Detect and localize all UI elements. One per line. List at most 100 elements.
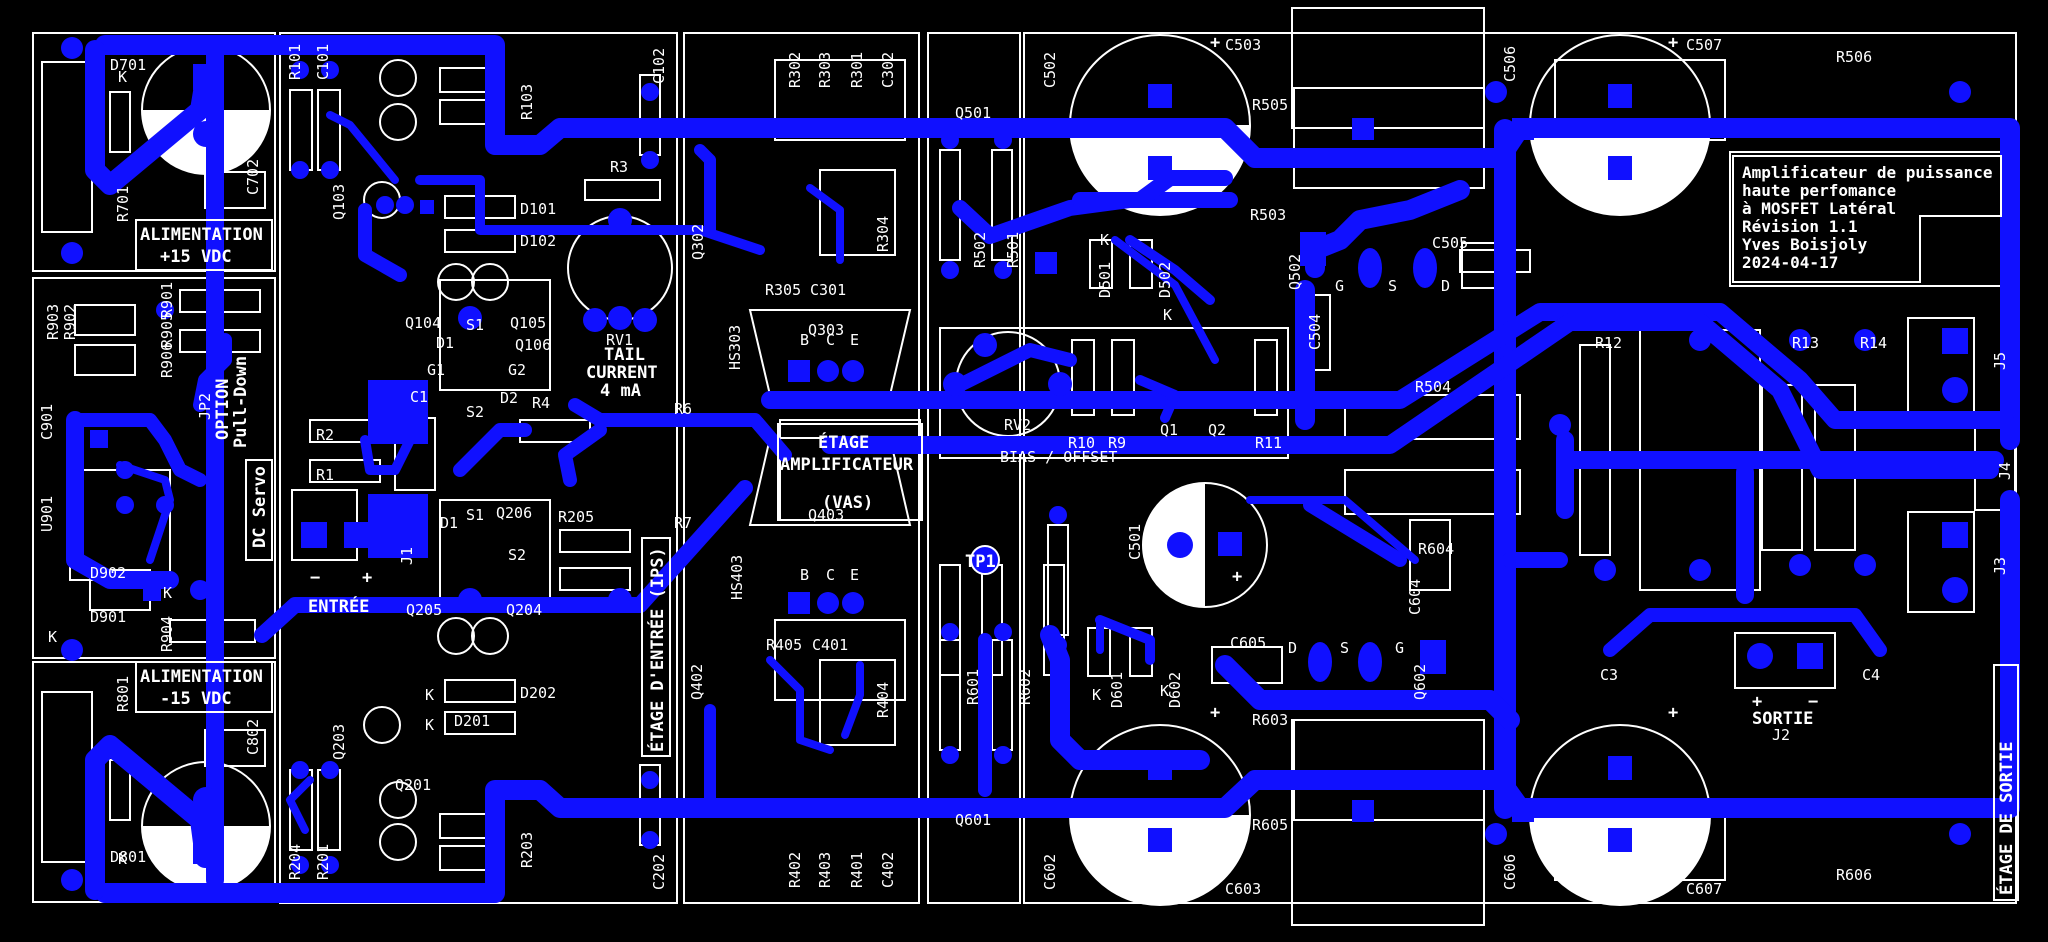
entree-label: ENTRÉE xyxy=(308,595,369,617)
ref-r902: R902 xyxy=(61,304,79,340)
ref-j5: J5 xyxy=(1991,352,2009,370)
ref-r401: R401 xyxy=(848,852,866,888)
ref-d501: D501 xyxy=(1096,262,1114,298)
pin-letters: K K G S D D S G K K K K B C E B C E S1 S… xyxy=(48,33,1818,868)
ref-r403: R403 xyxy=(816,852,834,888)
ref-r4: R4 xyxy=(532,394,550,412)
ref-c604: C604 xyxy=(1406,579,1424,615)
ref-c802: C802 xyxy=(244,719,262,755)
ref-j4: J4 xyxy=(1996,462,2014,480)
svg-text:K: K xyxy=(425,716,434,734)
svg-text:K: K xyxy=(1092,686,1101,704)
ref-q205: Q205 xyxy=(406,601,442,619)
ref-rv1: RV1 xyxy=(606,331,633,349)
ref-r1: R1 xyxy=(316,466,334,484)
title-line-1: Amplificateur de puissance xyxy=(1742,163,1992,182)
ref-j3: J3 xyxy=(1991,557,2009,575)
svg-text:G: G xyxy=(1395,639,1404,657)
ref-c1: C1 xyxy=(410,388,428,406)
ref-d201: D201 xyxy=(454,712,490,730)
svg-text:K: K xyxy=(118,68,127,86)
ref-r906: R906 xyxy=(158,342,176,378)
ref-d102: D102 xyxy=(520,232,556,250)
ref-r603: R603 xyxy=(1252,711,1288,729)
ref-r801: R801 xyxy=(114,676,132,712)
ref-r103: R103 xyxy=(518,84,536,120)
ref-c501: C501 xyxy=(1126,524,1144,560)
ref-d901: D901 xyxy=(90,608,126,626)
ref-q104: Q104 xyxy=(405,314,441,332)
ref-q302: Q302 xyxy=(689,224,707,260)
ref-c505: C505 xyxy=(1432,234,1468,252)
ref-c507: C507 xyxy=(1686,36,1722,54)
ref-r205: R205 xyxy=(558,508,594,526)
tail-label-2: CURRENT xyxy=(586,363,658,383)
ref-r3: R3 xyxy=(610,158,628,176)
svg-text:+: + xyxy=(1232,567,1242,587)
ref-r503: R503 xyxy=(1250,206,1286,224)
ref-r11: R11 xyxy=(1255,434,1282,452)
tail-label-1: TAIL xyxy=(604,345,645,365)
ref-q1: Q1 xyxy=(1160,421,1178,439)
psu-pos-label-2: +15 VDC xyxy=(160,247,232,267)
ref-r505: R505 xyxy=(1252,96,1288,114)
psu-neg-label-1: ALIMENTATION xyxy=(140,667,263,687)
svg-text:D2: D2 xyxy=(500,389,518,407)
input-stage-label: ÉTAGE D'ENTRÉE (IPS) xyxy=(646,547,668,752)
ref-q105: Q105 xyxy=(510,314,546,332)
ref-d601: D601 xyxy=(1108,672,1126,708)
copper-traces xyxy=(66,35,2020,903)
svg-text:E: E xyxy=(850,566,859,584)
ref-c606: C606 xyxy=(1501,854,1519,890)
svg-text:−: − xyxy=(1808,692,1818,712)
ref-r605: R605 xyxy=(1252,816,1288,834)
ref-r10: R10 xyxy=(1068,434,1095,452)
copper-pads xyxy=(61,37,1971,891)
vas-label-3: (VAS) xyxy=(822,493,873,513)
ref-c502: C502 xyxy=(1041,52,1059,88)
svg-text:+: + xyxy=(362,568,372,588)
ref-c202: C202 xyxy=(650,854,668,890)
ref-r7: R7 xyxy=(674,514,692,532)
tp1-label: TP1 xyxy=(965,552,996,572)
ref-c4: C4 xyxy=(1862,666,1880,684)
ref-c702: C702 xyxy=(244,159,262,195)
ref-c401: C401 xyxy=(812,636,848,654)
svg-text:K: K xyxy=(1100,231,1109,249)
psu-pos-label-1: ALIMENTATION xyxy=(140,225,263,245)
svg-text:G1: G1 xyxy=(427,361,445,379)
ref-d701: D701 xyxy=(110,56,146,74)
ref-d902: D902 xyxy=(90,564,126,582)
ref-r9: R9 xyxy=(1108,434,1126,452)
ref-r201: R201 xyxy=(314,844,332,880)
jp2-pulldown-label: Pull-Down xyxy=(231,356,251,448)
svg-text:D1: D1 xyxy=(440,514,458,532)
output-stage-label: ÉTAGE DE SORTIE xyxy=(1995,741,2017,895)
ref-r601: R601 xyxy=(964,669,982,705)
ref-d502: D502 xyxy=(1156,262,1174,298)
svg-text:+: + xyxy=(1668,703,1678,723)
ref-c506: C506 xyxy=(1501,46,1519,82)
ref-q403: Q403 xyxy=(808,506,844,524)
ref-r904: R904 xyxy=(158,616,176,652)
svg-text:+: + xyxy=(1210,33,1220,53)
ref-r405: R405 xyxy=(766,636,802,654)
ref-r6: R6 xyxy=(674,400,692,418)
ref-r901: R901 xyxy=(158,282,176,318)
ref-r203: R203 xyxy=(518,832,536,868)
ref-r404: R404 xyxy=(874,682,892,718)
ref-r303: R303 xyxy=(816,52,834,88)
ref-r2: R2 xyxy=(316,426,334,444)
ref-q201: Q201 xyxy=(395,776,431,794)
svg-text:C: C xyxy=(826,566,835,584)
ref-q402: Q402 xyxy=(688,664,706,700)
ref-c302: C302 xyxy=(879,52,897,88)
ref-q103: Q103 xyxy=(330,184,348,220)
jp2-option-label: OPTION xyxy=(213,379,233,440)
title-line-5: Yves Boisjoly xyxy=(1742,235,1868,254)
tail-label-3: 4 mA xyxy=(600,381,641,401)
svg-text:S: S xyxy=(1388,277,1397,295)
title-block: Amplificateur de puissance haute perfoma… xyxy=(1732,155,2002,283)
ref-j1: J1 xyxy=(398,547,416,565)
